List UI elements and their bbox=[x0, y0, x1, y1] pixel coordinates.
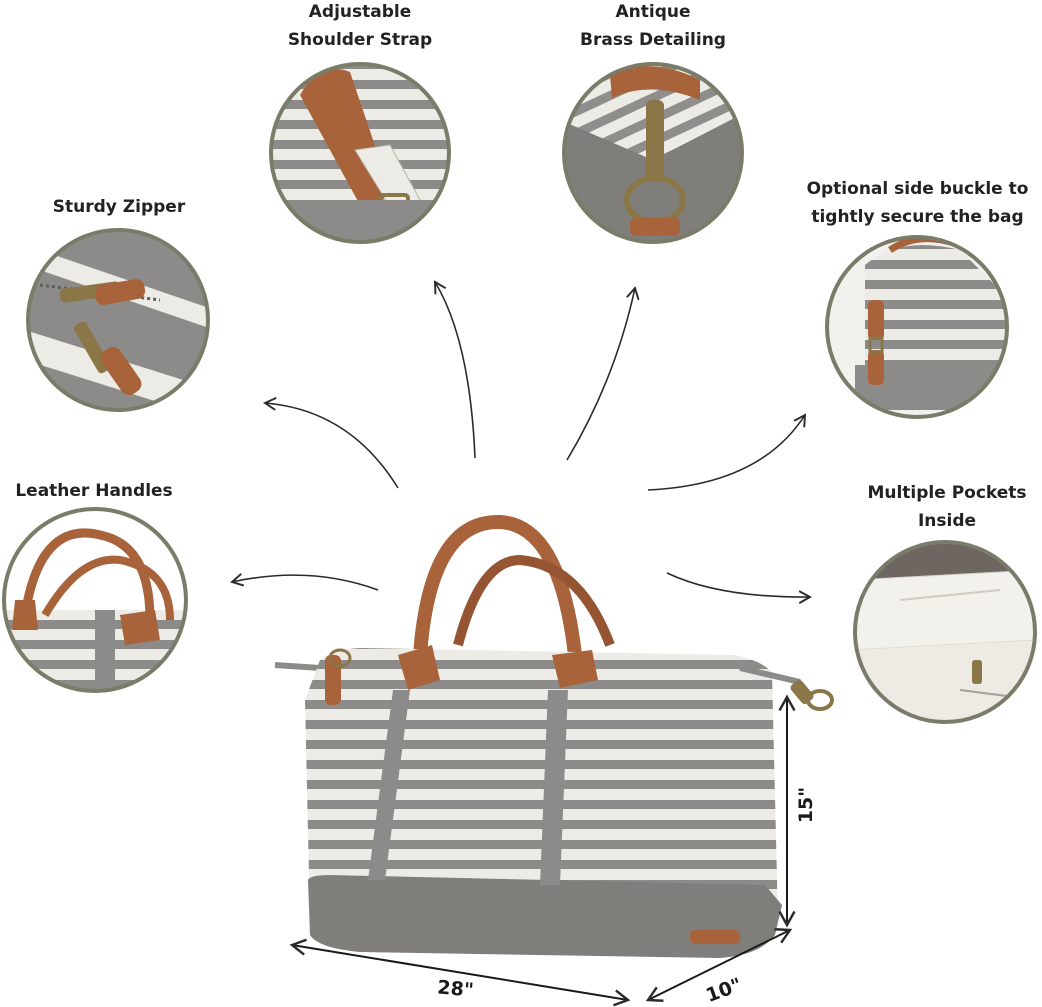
brass-detailing-label-line-2: Brass Detailing bbox=[580, 30, 726, 50]
arrow-to-side-buckle bbox=[647, 413, 807, 491]
leather-handles-label: Leather Handles bbox=[0, 477, 188, 505]
shoulder-strap-label-line-2: Shoulder Strap bbox=[287, 30, 433, 50]
sturdy-zipper-label-line-1: Sturdy Zipper bbox=[52, 197, 186, 217]
leather-handles-label-line-1: Leather Handles bbox=[15, 481, 173, 501]
dimension-lines bbox=[289, 694, 796, 1007]
brass-detailing-image bbox=[562, 62, 744, 244]
depth-dimension-line bbox=[645, 928, 793, 1002]
duffle-bag-main-image bbox=[274, 514, 834, 958]
width-dimension-label: 28" bbox=[436, 976, 474, 1001]
side-buckle-label-line-2: tightly secure the bag bbox=[811, 207, 1024, 227]
sturdy-zipper-label: Sturdy Zipper bbox=[19, 193, 219, 221]
inside-pockets-label-line-2: Inside bbox=[917, 511, 977, 531]
shoulder-strap-detail-image bbox=[269, 62, 451, 244]
arrow-to-handles bbox=[230, 573, 379, 591]
inside-pockets-label: Multiple Pockets Inside bbox=[852, 479, 1042, 535]
arrow-to-shoulder-strap bbox=[433, 280, 476, 459]
brass-detailing-label: Antique Brass Detailing bbox=[553, 0, 753, 54]
leather-handles-image bbox=[2, 507, 188, 693]
inside-pockets-label-line-1: Multiple Pockets bbox=[867, 483, 1027, 503]
arrow-to-pockets bbox=[666, 572, 812, 604]
zipper-detail-image bbox=[26, 228, 210, 412]
shoulder-strap-label-line-1: Adjustable bbox=[308, 2, 412, 22]
arrow-to-zipper bbox=[263, 397, 399, 489]
height-dimension-label: 15" bbox=[795, 787, 817, 823]
width-dimension-line bbox=[289, 938, 631, 1007]
side-buckle-label: Optional side buckle to tightly secure t… bbox=[800, 175, 1035, 231]
side-buckle-image bbox=[825, 235, 1009, 419]
inside-pockets-image bbox=[853, 540, 1037, 724]
callout-arrows bbox=[230, 280, 812, 604]
side-buckle-label-line-1: Optional side buckle to bbox=[806, 179, 1029, 199]
depth-dimension-label: 10" bbox=[703, 974, 745, 1007]
shoulder-strap-label: Adjustable Shoulder Strap bbox=[260, 0, 460, 54]
brass-detailing-label-line-1: Antique bbox=[615, 2, 691, 22]
arrow-to-brass bbox=[566, 286, 640, 461]
